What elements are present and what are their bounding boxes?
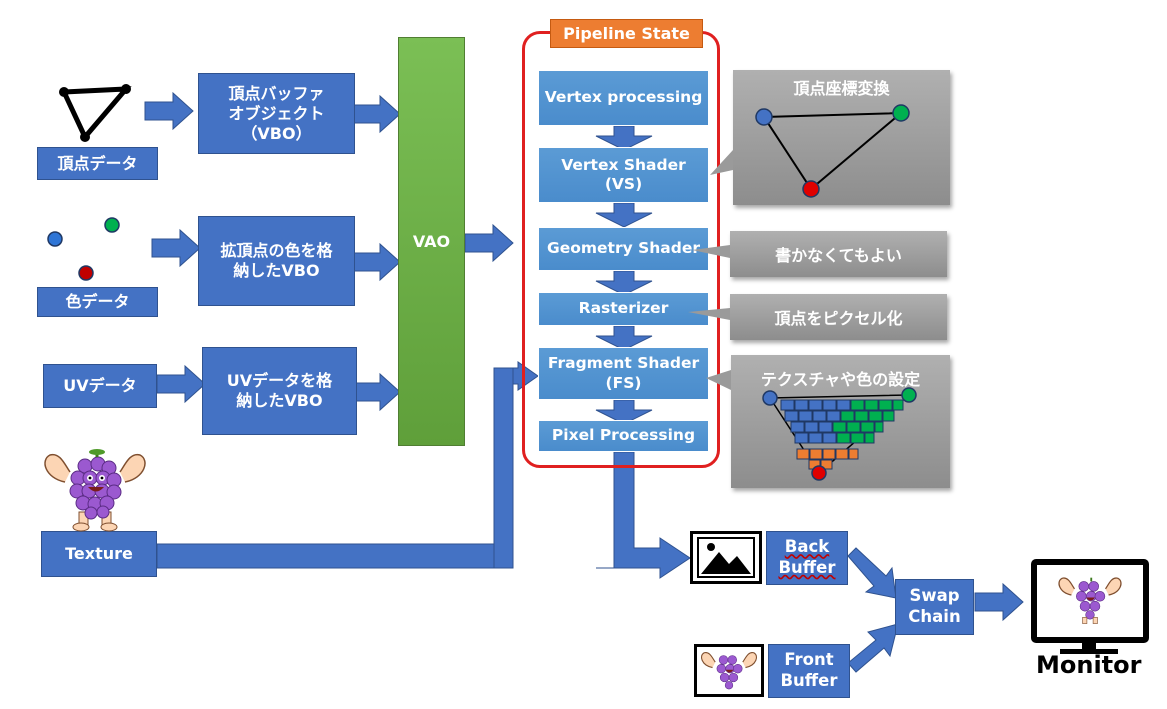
uv-data-box: UVデータ	[43, 364, 157, 408]
color-dots-icon	[47, 217, 120, 281]
uv-vbo-label: UVデータを格 納したVBO	[226, 371, 333, 410]
front-buffer-image	[694, 644, 764, 697]
front-buffer-label: Front Buffer	[780, 650, 838, 690]
pipeline-state-title: Pipeline State	[550, 19, 703, 48]
stage-fragment-shader: Fragment Shader (FS)	[538, 347, 709, 400]
arrow-back-to-swap	[847, 547, 897, 599]
arrow-front-to-swap	[847, 623, 899, 673]
mini-grape-icon	[700, 651, 758, 690]
vao-block: VAO	[398, 37, 465, 446]
color-vbo-box: 拡頂点の色を格 納したVBO	[198, 216, 355, 306]
texture-box: Texture	[41, 531, 157, 577]
back-buffer-label: Back Buffer	[778, 537, 836, 577]
back-buffer-image	[690, 531, 762, 584]
stage-geometry-shader: Geometry Shader	[538, 227, 709, 271]
arrow-texture-to-fs	[512, 361, 539, 391]
color-vbo-label: 拡頂点の色を格 納したVBO	[220, 241, 333, 280]
monitor-icon	[1031, 559, 1149, 654]
callout-optional-text: 書かなくてもよい	[775, 246, 902, 265]
uv-data-label: UVデータ	[63, 376, 137, 395]
swap-chain-label: Swap Chain	[908, 586, 961, 626]
back-buffer-box: Back Buffer	[766, 531, 848, 585]
stage-vertex-processing-label: Vertex processing	[544, 88, 703, 107]
monitor-label: Monitor	[1036, 651, 1142, 679]
callout-pixelize-text: 頂点をピクセル化	[774, 309, 903, 328]
stage-rasterizer: Rasterizer	[538, 292, 709, 326]
vertex-data-box: 頂点データ	[37, 147, 158, 180]
stage-rasterizer-label: Rasterizer	[578, 299, 669, 318]
texture-label: Texture	[65, 544, 133, 563]
stage-vertex-shader-label: Vertex Shader (VS)	[561, 155, 686, 193]
landscape-icon	[697, 537, 755, 578]
vertex-triangle-icon	[59, 84, 132, 142]
color-data-label: 色データ	[65, 292, 130, 311]
callout-texture-color-title: テクスチャや色の設定	[760, 370, 921, 389]
swap-chain-box: Swap Chain	[895, 579, 974, 635]
callout-optional: 書かなくてもよい	[730, 231, 947, 277]
arrow-pipeline-to-backbuffer	[613, 451, 691, 579]
grape-mascot-icon	[44, 449, 146, 532]
callout-vertex-transform: 頂点座標変換	[733, 70, 950, 205]
uv-vbo-box: UVデータを格 納したVBO	[202, 347, 357, 435]
vao-label: VAO	[412, 231, 451, 251]
vbo-label: 頂点バッファ オブジェクト （VBO）	[228, 83, 325, 143]
stage-fragment-shader-label: Fragment Shader (FS)	[547, 354, 700, 392]
front-buffer-box: Front Buffer	[768, 644, 850, 698]
stage-pixel-processing-label: Pixel Processing	[551, 426, 696, 445]
vbo-box: 頂点バッファ オブジェクト （VBO）	[198, 73, 355, 154]
callout-vertex-transform-title: 頂点座標変換	[793, 79, 890, 98]
stage-geometry-shader-label: Geometry Shader	[546, 239, 700, 258]
transformed-triangle-icon	[755, 104, 910, 198]
callout-pixelize: 頂点をピクセル化	[730, 294, 947, 340]
rasterized-pixels-icon	[762, 387, 917, 481]
stage-vertex-processing: Vertex processing	[538, 70, 709, 126]
vertex-data-label: 頂点データ	[57, 153, 138, 173]
stage-vertex-shader: Vertex Shader (VS)	[538, 147, 709, 203]
color-data-box: 色データ	[37, 287, 158, 317]
pipeline-state-title-text: Pipeline State	[563, 24, 690, 43]
stage-pixel-processing: Pixel Processing	[538, 420, 709, 452]
